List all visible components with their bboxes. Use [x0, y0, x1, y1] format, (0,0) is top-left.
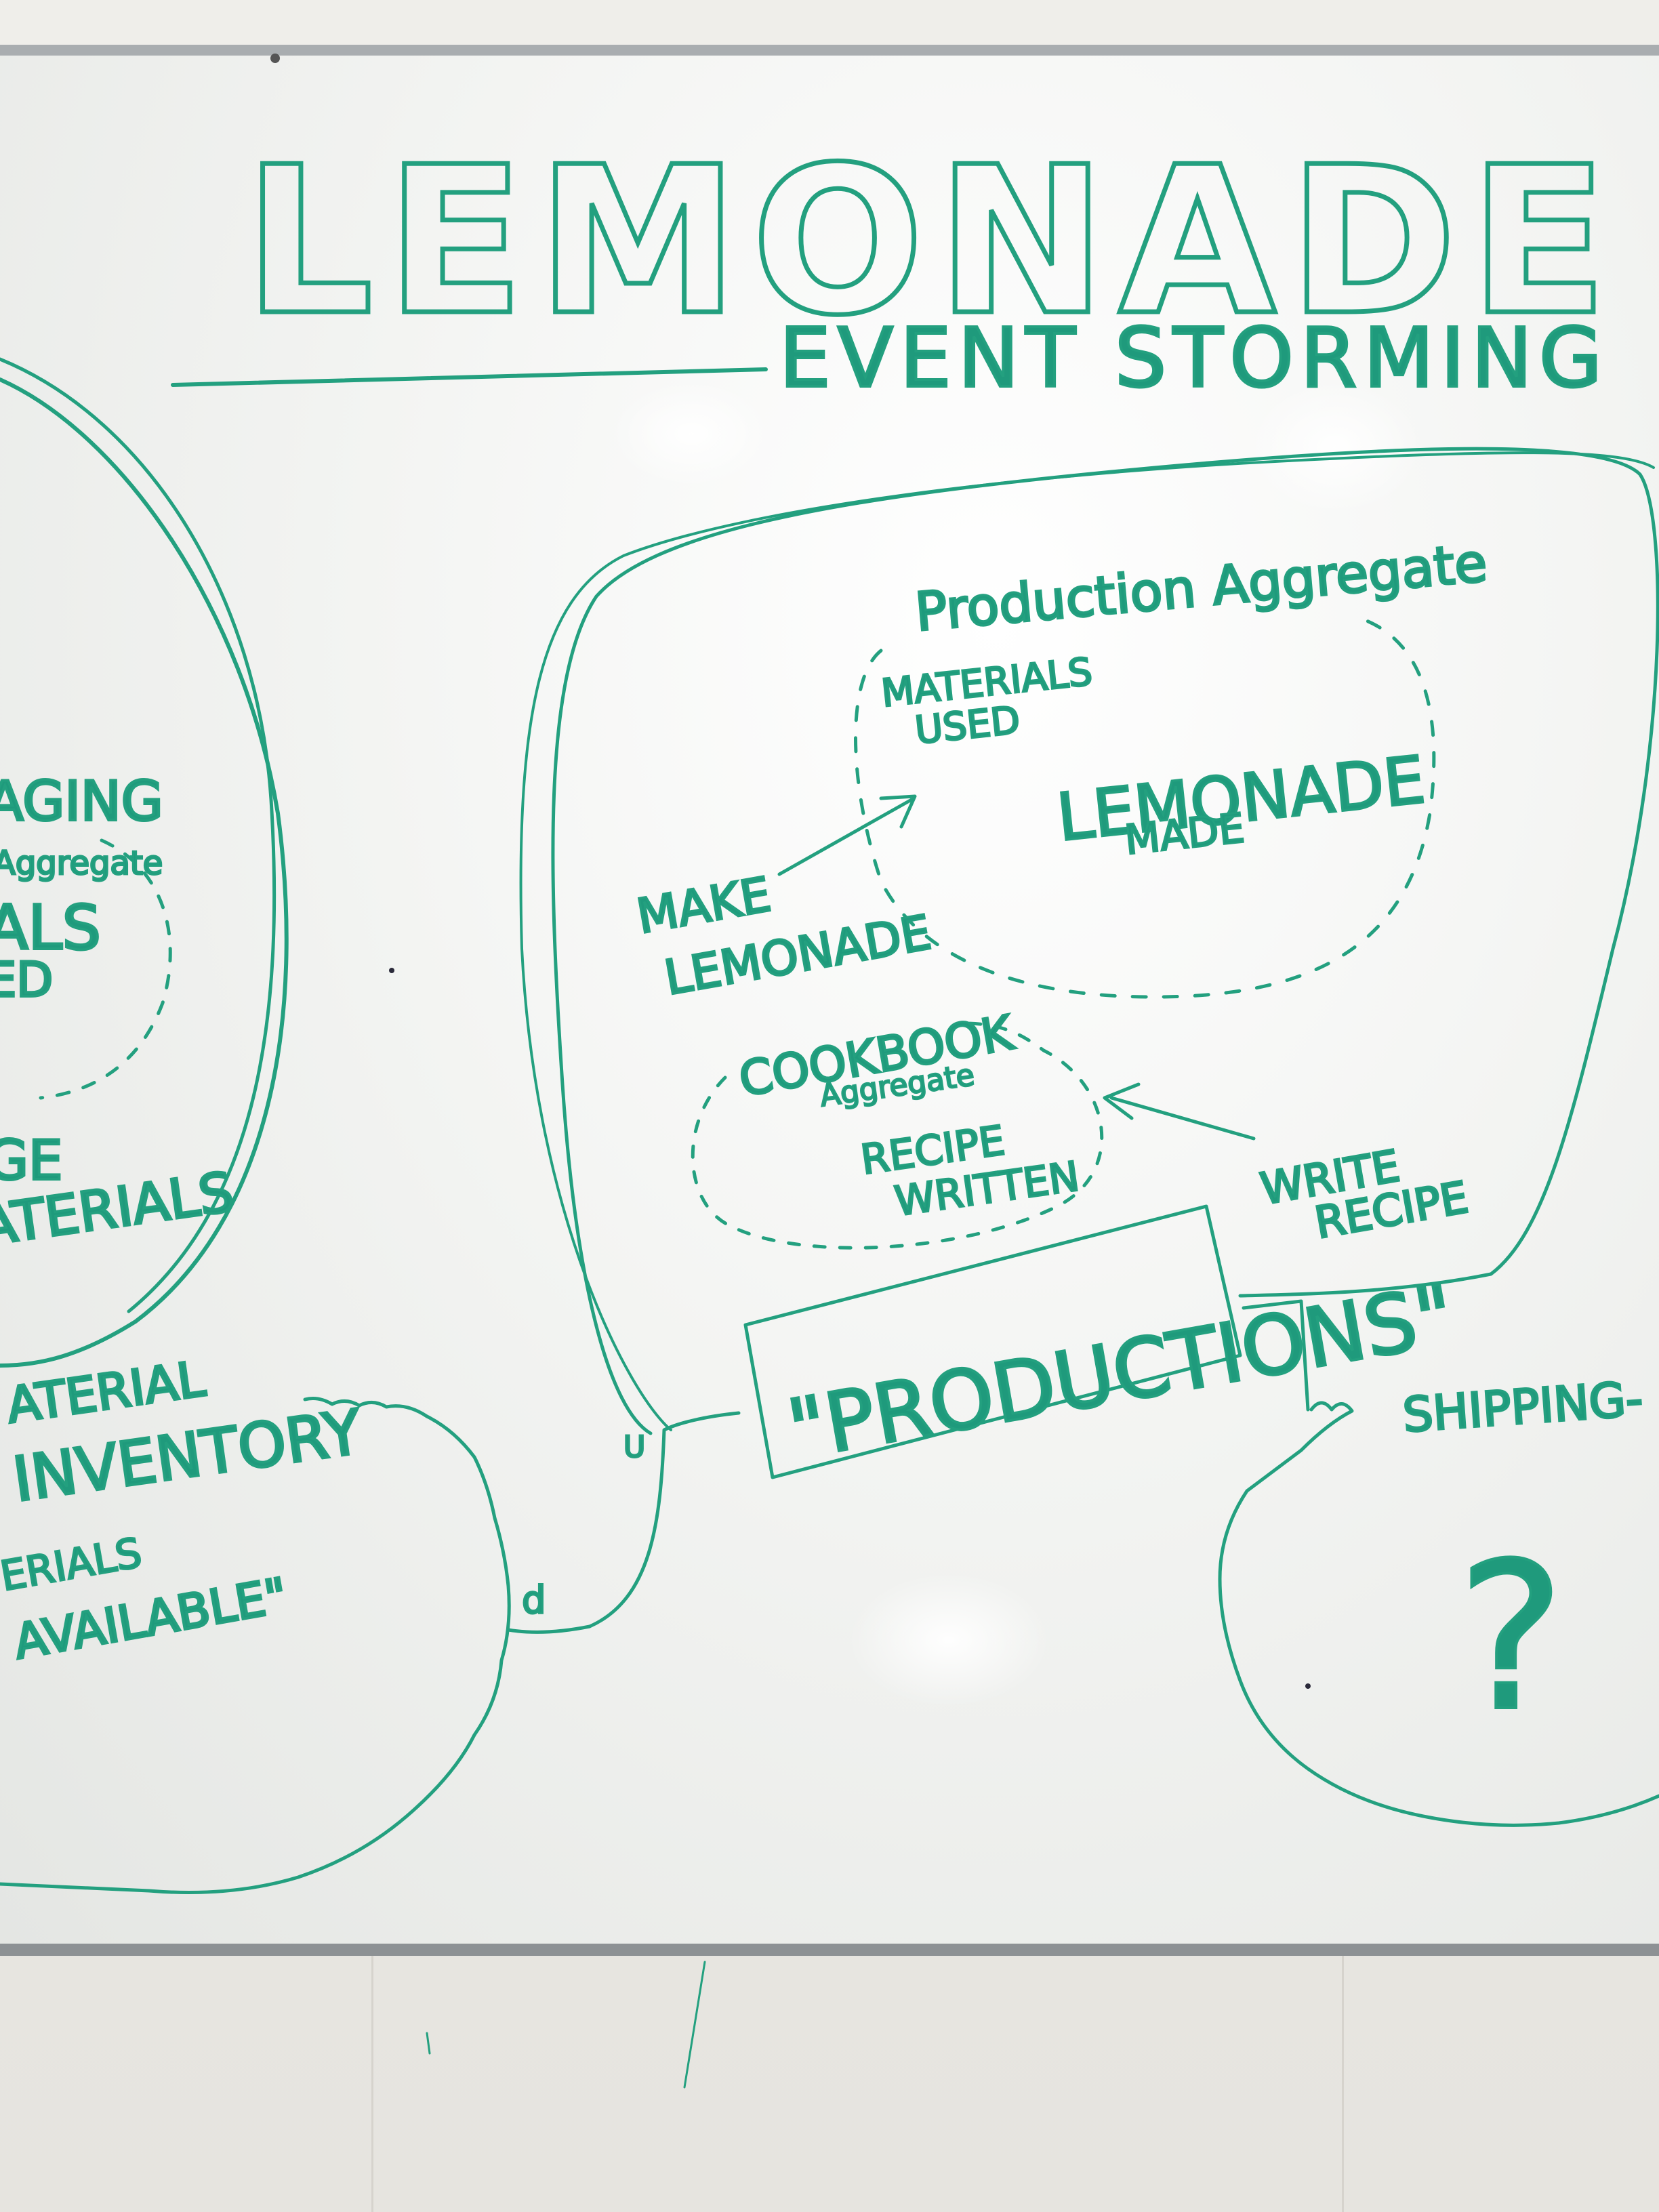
left-context-boundary — [0, 377, 289, 1368]
downstream-marker: d — [522, 1578, 546, 1622]
light-glare — [1247, 380, 1423, 515]
inventory-event-label: ERIALS — [0, 1529, 145, 1600]
left-command-label: GE — [0, 1129, 63, 1192]
whiteboard-surface — [0, 56, 1659, 1944]
wall-seam — [371, 1952, 373, 2212]
production-context-boundary — [551, 447, 1659, 1435]
context-relationship-line — [506, 1411, 741, 1634]
pen-dot — [389, 968, 394, 973]
board-screw — [270, 54, 280, 63]
left-aggregate-boundary — [39, 838, 172, 1100]
left-aggregate-label: Aggregate — [0, 844, 163, 882]
shipping-context-boundary — [1218, 1401, 1659, 1827]
shipping-unknown: ? — [1457, 1519, 1565, 1756]
upstream-marker: U — [623, 1430, 645, 1465]
productions-label: "PRODUCTIONS" — [781, 1268, 1461, 1477]
productions-box — [743, 1204, 1242, 1479]
pen-mark — [426, 2032, 431, 2055]
shipping-connector — [1242, 1299, 1310, 1412]
board-title: LEMONADE S — [244, 123, 1659, 360]
cookbook-aggregate-boundary — [691, 1021, 1104, 1250]
production-context-boundary — [519, 451, 1655, 1431]
wall-seam — [1342, 1952, 1344, 2212]
board-subtitle: EVENT STORMING — [779, 312, 1609, 406]
production-aggregate-boundary — [854, 615, 1436, 999]
command-make-lemonade: MAKE — [633, 867, 775, 945]
pen-dot — [1305, 1683, 1311, 1689]
light-glare — [847, 1572, 1050, 1708]
arrow-write-recipe — [1103, 1082, 1256, 1141]
shipping-label: SHIPPING- — [1401, 1371, 1645, 1443]
pen-mark — [683, 1961, 706, 2089]
title-underline — [171, 367, 768, 387]
inventory-context-boundary — [0, 1397, 511, 1894]
left-context-label: AGING — [0, 770, 163, 833]
arrow-make-lemonade — [777, 794, 917, 876]
light-glare — [610, 380, 773, 488]
left-event-label: ED — [0, 952, 53, 1008]
production-aggregate-label: Production Aggregate — [913, 533, 1490, 643]
left-event-label: ALS — [0, 893, 101, 964]
left-context-boundary — [0, 357, 276, 1313]
